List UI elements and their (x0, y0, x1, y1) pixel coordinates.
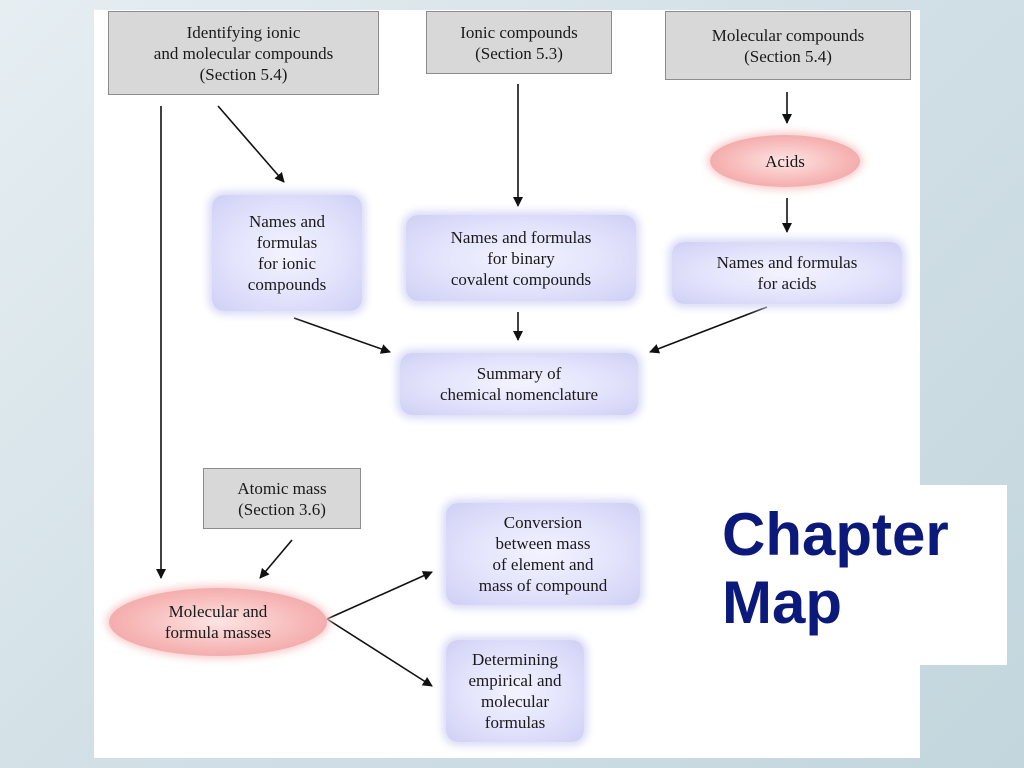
node-names-acids: Names and formulas for acids (672, 242, 902, 304)
arrow-molecular-masses-to-conversion (326, 571, 433, 620)
node-empirical-formulas: Determining empirical and molecular form… (446, 640, 584, 742)
node-molecular-compounds: Molecular compounds (Section 5.4) (665, 11, 911, 80)
arrow-atomic-mass-to-molecular-masses (259, 539, 293, 579)
arrow-names-acids-to-summary (649, 306, 768, 354)
node-ionic-compounds: Ionic compounds (Section 5.3) (426, 11, 612, 74)
arrow-molecular-masses-to-empirical (326, 618, 433, 687)
chapter-map-panel: Chapter Map (700, 485, 1007, 665)
concept-diagram: Identifying ionic and molecular compound… (94, 10, 920, 758)
node-conversion-mass: Conversion between mass of element and m… (446, 503, 640, 605)
node-acids: Acids (710, 135, 860, 187)
arrow-identifying-to-names-ionic (217, 105, 285, 183)
node-names-ionic: Names and formulas for ionic compounds (212, 195, 362, 311)
chapter-map-title: Chapter Map (722, 501, 949, 636)
node-summary-nomenclature: Summary of chemical nomenclature (400, 353, 638, 415)
diagram-edges (156, 84, 792, 687)
node-identifying-compounds: Identifying ionic and molecular compound… (108, 11, 379, 95)
node-atomic-mass: Atomic mass (Section 3.6) (203, 468, 361, 529)
node-molecular-formula-masses: Molecular and formula masses (109, 588, 327, 656)
node-names-binary: Names and formulas for binary covalent c… (406, 215, 636, 301)
arrow-names-ionic-to-summary (293, 317, 391, 354)
